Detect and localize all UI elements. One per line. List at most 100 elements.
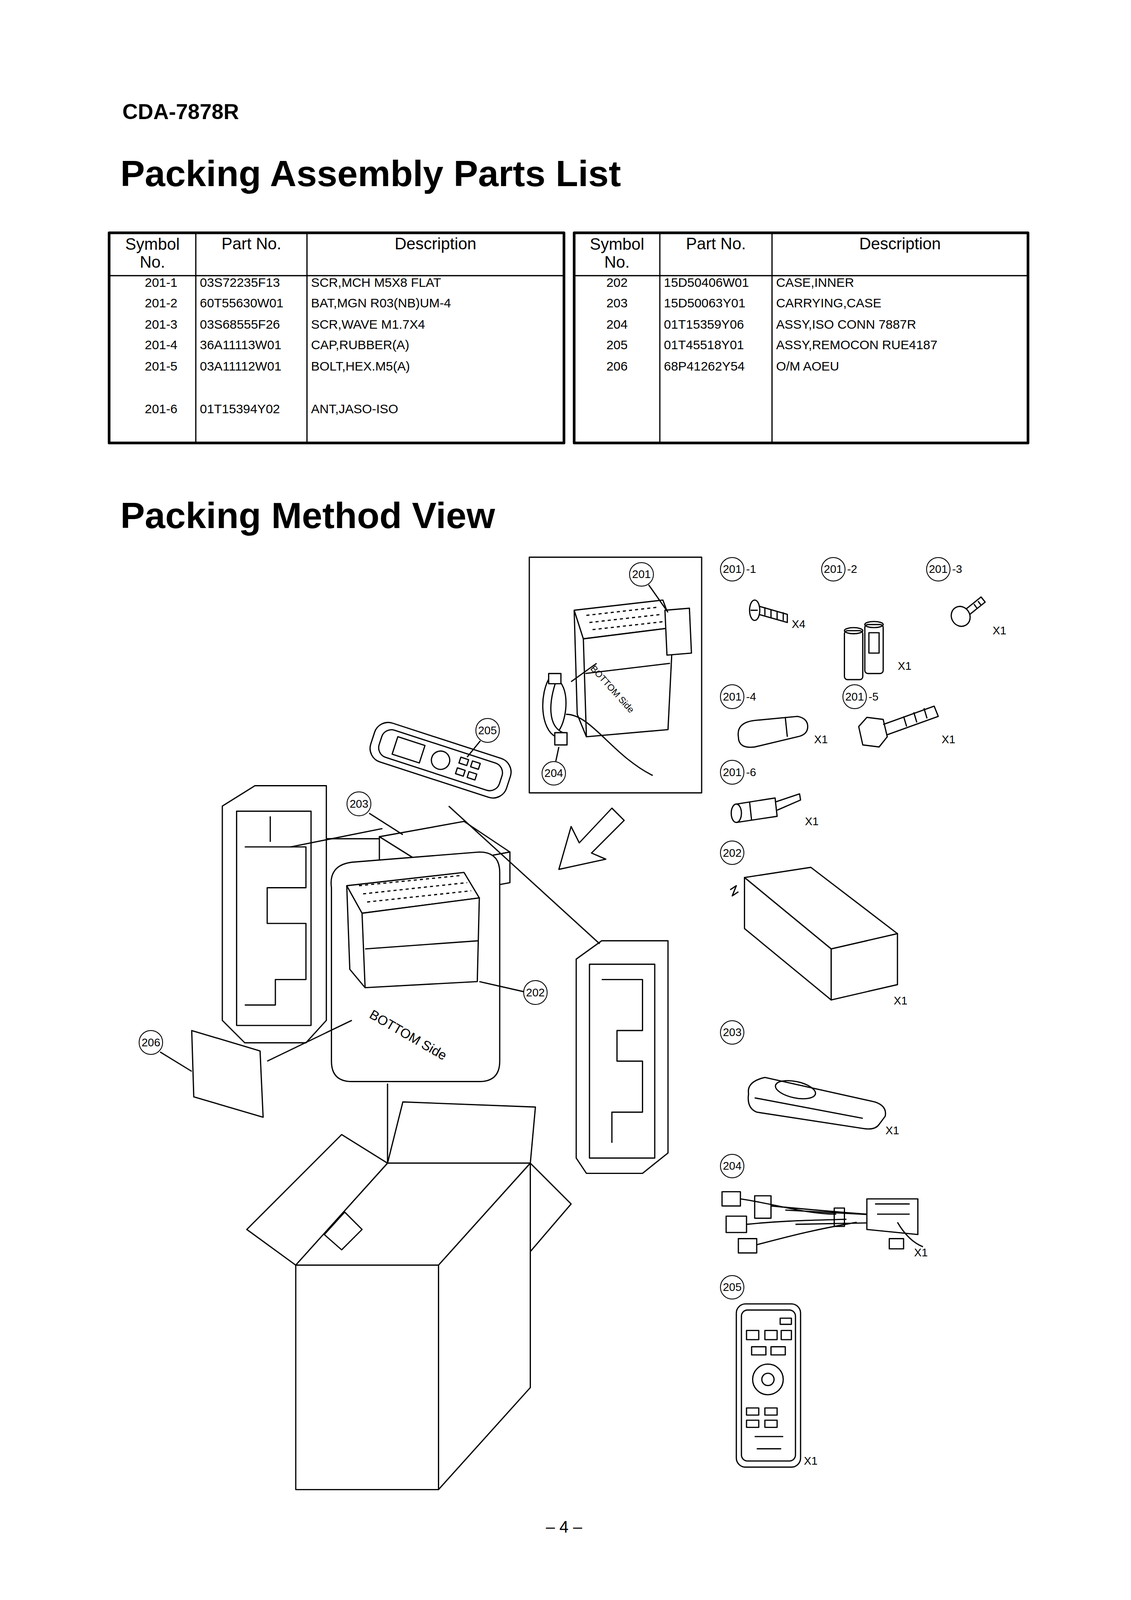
quantity-mark: X1: [804, 1454, 818, 1467]
symbol-cell: 202: [606, 275, 628, 290]
remote-part: [756, 1447, 782, 1449]
iso-harness: [754, 1195, 771, 1219]
inset-view: [555, 746, 559, 761]
instruction-sheet: [267, 1020, 352, 1062]
carrying-case-part: [754, 1097, 863, 1119]
inner-case: [361, 897, 480, 988]
remote-part: [736, 1303, 801, 1467]
antenna-adapter: [731, 793, 801, 823]
remote-control: [366, 718, 515, 802]
inner-case-part: [744, 877, 831, 1000]
remote-control: [366, 718, 515, 802]
inner-case: [346, 885, 365, 988]
foam-left: [222, 785, 327, 1043]
callout-number: 205: [722, 1281, 742, 1293]
remote-part: [754, 1435, 784, 1438]
symbol-cell: 201-2: [144, 295, 178, 310]
callout-suffix: -6: [746, 766, 756, 778]
column-header: Description: [394, 234, 477, 253]
quantity-mark: X1: [885, 1123, 900, 1137]
screw-m5: [764, 606, 784, 621]
foam-right: [601, 979, 643, 1143]
column-header: Part No.: [221, 234, 282, 253]
remote-part: [741, 1309, 796, 1461]
iso-harness: [722, 1191, 924, 1253]
remote-part: [781, 1330, 792, 1340]
instruction-sheet: [191, 1030, 263, 1117]
inset-view: [664, 608, 692, 656]
parts-table-grid: [195, 232, 197, 443]
remote-part: [746, 1407, 759, 1415]
part-number-cell: 03A11112W01: [199, 358, 282, 374]
cardboard-box: [387, 1101, 536, 1163]
batteries: [864, 624, 884, 674]
iso-harness: [725, 1215, 747, 1233]
antenna-adapter: [736, 797, 778, 823]
remote-part: [770, 1346, 785, 1355]
hex-bolt: [883, 705, 939, 735]
callout-circle: 206: [138, 1029, 164, 1055]
inset-view: [548, 673, 562, 684]
antenna-adapter: [749, 801, 752, 821]
callout-circle: 205: [719, 1274, 745, 1300]
callout-number: 201: [823, 563, 843, 575]
inset-view: [554, 732, 568, 745]
remote-control: [428, 748, 452, 772]
rubber-cap: [785, 717, 788, 737]
quantity-mark: X1: [814, 733, 828, 746]
iso-harness: [834, 1207, 845, 1227]
remote-control: [467, 771, 478, 781]
symbol-cell: 201-3: [144, 317, 178, 332]
description-cell: SCR,WAVE M1.7X4: [311, 317, 426, 332]
callout-suffix: -2: [847, 563, 857, 575]
callout-circle: 201-6: [719, 759, 745, 785]
remote-part: [752, 1363, 784, 1395]
symbol-cell: 205: [606, 337, 628, 352]
iso-harness: [874, 1203, 910, 1214]
inner-case-part: [830, 933, 898, 1000]
parts-table-grid: [574, 232, 1028, 443]
symbol-cell: 201-5: [144, 358, 178, 374]
callout-suffix: -5: [868, 690, 879, 703]
remote-part: [746, 1330, 759, 1340]
callout-circle: 204: [541, 760, 566, 786]
carrying-case-part: [748, 1077, 886, 1129]
description-cell: ASSY,REMOCON RUE4187: [775, 337, 938, 352]
foam-left: [244, 846, 306, 1005]
foam-right: [448, 805, 600, 944]
column-header: Symbol No.: [120, 235, 184, 272]
callout-circle: 201-3: [926, 556, 951, 582]
callout-circle: 203: [346, 791, 371, 816]
rubber-cap: [738, 716, 808, 747]
remote-control: [366, 718, 515, 802]
remote-control: [470, 760, 481, 770]
callout-circle: 201-1: [719, 556, 745, 582]
quantity-mark: X1: [992, 623, 1007, 637]
column-header: Part No.: [685, 234, 746, 253]
foam-left: [290, 828, 383, 847]
screw-small: [973, 600, 982, 609]
remote-part: [751, 1346, 766, 1355]
screw-m5: [749, 600, 788, 623]
remote-part: [764, 1419, 778, 1428]
inner-case-part: [730, 885, 739, 896]
callout-number: 204: [544, 767, 564, 779]
model-name: CDA-7878R: [122, 100, 240, 124]
quantity-mark: X1: [897, 659, 912, 673]
hex-bolt: [858, 717, 888, 747]
instruction-sheet: [160, 1020, 352, 1117]
cardboard-box: [324, 1211, 362, 1250]
callout-circle: 201-2: [821, 556, 846, 582]
callout-circle: 205: [475, 717, 500, 743]
callout-number: 201: [928, 563, 948, 575]
part-number-cell: 60T55630W01: [199, 295, 284, 310]
symbol-cell: 201-6: [144, 402, 178, 417]
symbol-cell: 206: [606, 358, 628, 374]
callout-number: 204: [722, 1160, 742, 1172]
rubber-cap: [738, 716, 808, 747]
callout-number: 201: [722, 766, 742, 778]
quantity-mark: X1: [804, 814, 819, 828]
inset-view: [648, 584, 668, 613]
callout-number: 201: [722, 563, 742, 575]
callout-circle: 201: [629, 562, 654, 587]
